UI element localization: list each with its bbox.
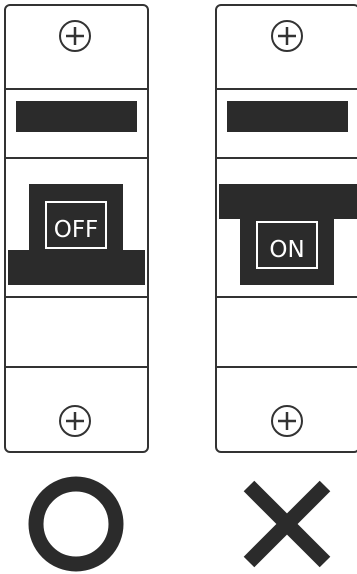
cross-mark-icon xyxy=(249,486,325,562)
breaker-left: OFF xyxy=(5,5,148,452)
breaker-right-toggle-lever xyxy=(219,184,357,219)
breaker-left-label-plate xyxy=(16,101,137,132)
breaker-right-label-plate xyxy=(227,101,348,132)
terminal-screw-icon xyxy=(60,21,90,51)
terminal-screw-icon xyxy=(60,406,90,436)
breaker-right-state-label: ON xyxy=(269,237,304,263)
breaker-right: ON xyxy=(216,5,357,452)
circle-mark-icon xyxy=(36,484,116,564)
terminal-screw-icon xyxy=(272,21,302,51)
breaker-left-state-label: OFF xyxy=(54,217,99,243)
terminal-screw-icon xyxy=(272,406,302,436)
breaker-left-toggle-lever xyxy=(8,250,145,285)
